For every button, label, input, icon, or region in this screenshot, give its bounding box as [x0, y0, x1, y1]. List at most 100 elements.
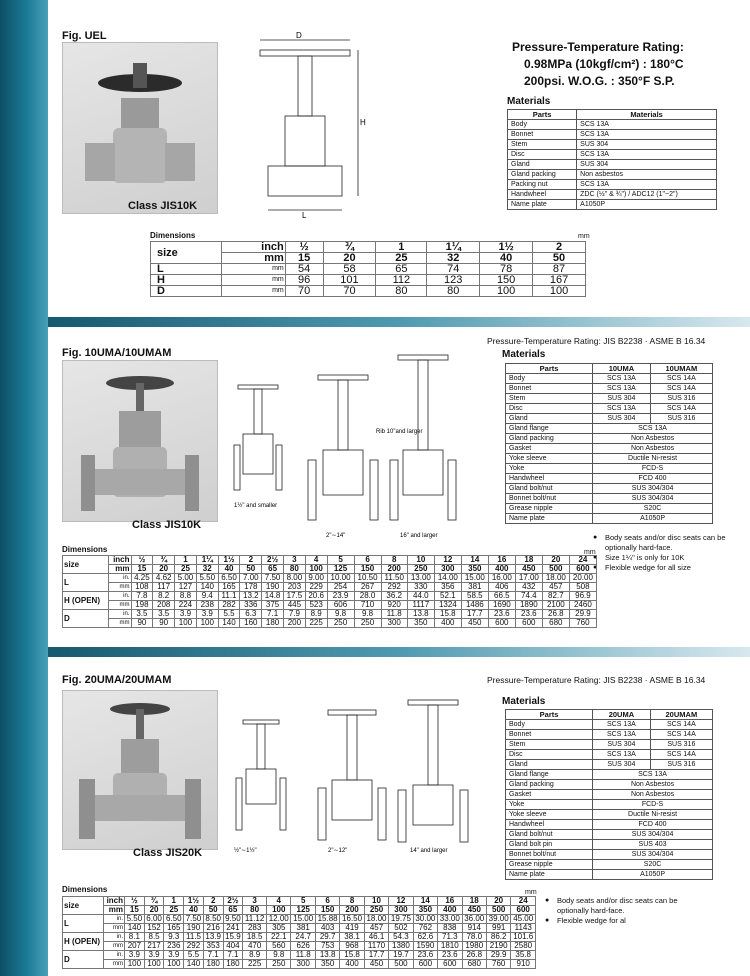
materials-part: Gland packing [506, 169, 578, 180]
dim-value-cell: 180 [202, 959, 224, 969]
materials-value: SUS 304 [592, 413, 651, 424]
dim-value-cell: 100 [163, 959, 185, 969]
dimension-d-label: D [296, 31, 302, 40]
materials-part: Grease nipple [504, 503, 594, 514]
dim-row-label: H (OPEN) [62, 591, 109, 610]
dim-row-unit: mm [103, 959, 126, 969]
materials-part: Disc [506, 149, 578, 160]
materials-part: Bonnet bolt/nut [504, 849, 594, 860]
dim-value-cell: 54 [284, 263, 324, 275]
class-label: Class JIS20K [133, 847, 203, 859]
dim-value-cell: 225 [242, 959, 268, 969]
materials-value: SCS 14A [649, 383, 714, 394]
dim-value-cell: 100 [532, 285, 586, 297]
materials-part: Disc [504, 749, 594, 760]
materials-part: Gland flange [504, 769, 594, 780]
materials-value: Non Asbestos [592, 433, 713, 444]
materials-part: Gland flange [504, 423, 594, 434]
dim-value-cell: 450 [460, 618, 489, 628]
rating-text: Pressure-Temperature Rating: JIS B2238 ·… [487, 336, 706, 346]
materials-value: Ductile Ni-resist [592, 453, 713, 464]
dim-row-unit: mm [221, 285, 286, 297]
materials-header-cell: Materials [576, 109, 717, 120]
materials-header-cell: 20UMA [592, 709, 651, 720]
dim-mm-label: mm [103, 905, 126, 915]
rating-line-2: 200psi. W.O.G. : 350°F S.P. [524, 74, 675, 88]
dim-value-cell: 680 [461, 959, 487, 969]
class-label: Class JIS10K [128, 200, 198, 212]
dim-row-label: L [61, 914, 105, 933]
dim-value-cell: 300 [290, 959, 316, 969]
dim-value-cell: 250 [266, 959, 292, 969]
materials-value: SCS 13A [592, 729, 651, 740]
figure-title: Fig. 10UMA/10UMAM [62, 347, 172, 359]
materials-part: Stem [506, 139, 578, 150]
rating-block: Pressure-Temperature Rating: 0.98MPa (10… [512, 39, 684, 90]
figure-title: Fig. 20UMA/20UMAM [62, 674, 172, 686]
materials-part: Bonnet [506, 129, 578, 140]
drawing-caption: 2"∼12" [328, 848, 347, 854]
materials-title: Materials [502, 349, 546, 360]
materials-part: Gland bolt pin [504, 839, 594, 850]
dim-row-unit: mm [107, 600, 132, 610]
materials-part: Gland bolt/nut [504, 829, 594, 840]
dim-value-cell: 140 [183, 959, 204, 969]
dim-value-cell: 300 [380, 618, 408, 628]
dim-size-label: size [149, 241, 223, 264]
materials-value: SCS 14A [649, 373, 714, 384]
dim-row-unit: in. [103, 914, 126, 924]
dim-value-cell: 600 [487, 618, 516, 628]
materials-part: Gasket [504, 789, 594, 800]
valve-drawing-set: 1½" and smaller 2"∼14" 16" and larger Ri… [233, 354, 457, 539]
materials-value: SUS 316 [649, 759, 714, 770]
materials-header-cell: Parts [506, 109, 578, 120]
materials-part: Gland packing [504, 779, 594, 790]
materials-value: SCS 13A [592, 423, 713, 434]
materials-value: SCS 13A [592, 719, 651, 730]
materials-part: Yoke [504, 463, 594, 474]
left-sidebar-band [0, 0, 48, 976]
materials-part: Body [506, 119, 578, 130]
dim-row-unit: in. [107, 573, 132, 583]
dim-value-cell: 100 [479, 285, 534, 297]
materials-value: SCS 14A [649, 749, 714, 760]
rating-text: Pressure-Temperature Rating: JIS B2238 ·… [487, 675, 706, 685]
materials-value: A1050P [576, 199, 717, 210]
materials-part: Handwheel [504, 819, 594, 830]
dim-value-cell: 100 [143, 959, 165, 969]
drawing-caption: 2"∼14" [326, 533, 345, 539]
dim-value-cell: 350 [314, 959, 341, 969]
dim-value-cell: 100 [124, 959, 145, 969]
materials-value: SCS 13A [576, 179, 717, 190]
dim-value-cell: 87 [532, 263, 586, 275]
dim-value-cell: 680 [541, 618, 570, 628]
materials-part: Name plate [504, 869, 594, 880]
dim-row-unit: in. [107, 591, 132, 601]
dim-inch-cell: ½ [284, 241, 324, 253]
dim-row-unit: mm [221, 263, 286, 275]
dim-size-label: size [62, 555, 109, 574]
materials-value: SCS 13A [576, 129, 717, 140]
dim-size-label: size [61, 896, 105, 915]
